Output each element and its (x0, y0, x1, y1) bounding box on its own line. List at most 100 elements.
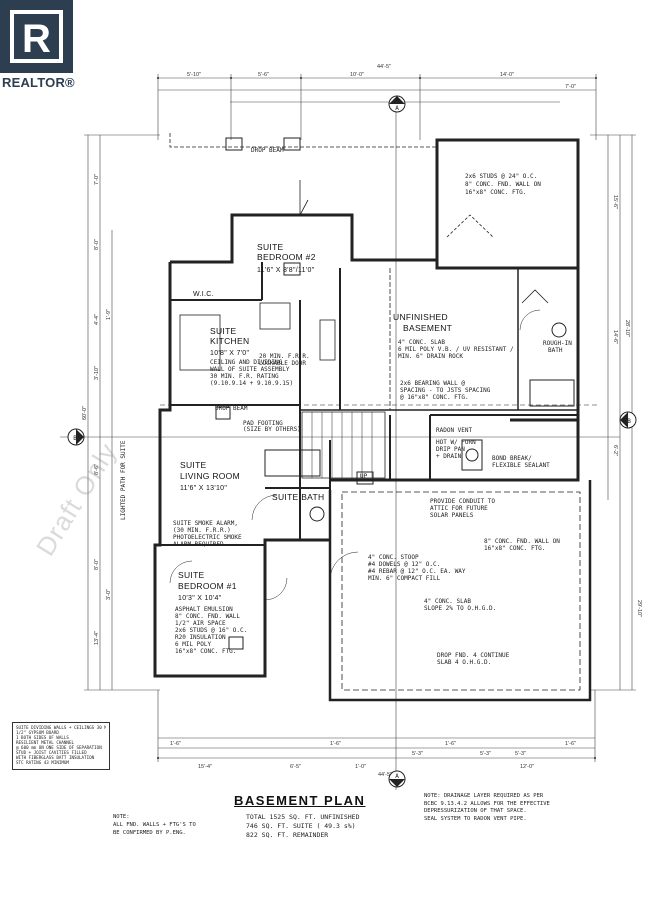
svg-text:+ DRAIN: + DRAIN (436, 453, 462, 460)
room-kitchen-name: KITCHEN (210, 336, 249, 346)
room-living-size: 11'6" X 13'10" (180, 485, 227, 492)
section-marker-a-bottom: A (395, 773, 399, 780)
svg-text:PAD FOOTING: PAD FOOTING (243, 420, 283, 427)
note-stud-top: 2x6 STUDS @ 24" O.C. (465, 173, 537, 180)
svg-text:28'-10": 28'-10" (624, 320, 630, 337)
svg-text:8'-6": 8'-6" (94, 464, 100, 475)
room-living-label: SUITE (180, 460, 207, 470)
svg-text:MIN. 6" DRAIN ROCK: MIN. 6" DRAIN ROCK (398, 353, 463, 360)
room-bedroom2-name: BEDROOM #2 (257, 252, 316, 262)
room-bedroom1-name: BEDROOM #1 (178, 581, 237, 591)
dim-top-seg-3: 10'-0" (350, 72, 364, 78)
svg-text:1/2" AIR SPACE: 1/2" AIR SPACE (175, 620, 226, 627)
note-stud-top-2: 8" CONC. FND. WALL ON (465, 181, 541, 188)
drainage-note: NOTE: DRAINAGE LAYER REQUIRED AS PER BCB… (424, 793, 550, 822)
note-lockable-door: LOCKABLE DOOR (259, 360, 306, 367)
svg-text:SUITE SMOKE ALARM,: SUITE SMOKE ALARM, (173, 520, 238, 527)
svg-text:2x6 BEARING WALL @: 2x6 BEARING WALL @ (400, 380, 465, 387)
svg-text:6'-2": 6'-2" (612, 445, 618, 456)
stair-up-label: UP (360, 473, 368, 480)
left-dimension-labels: 60'-0" 7'-0" 8'-0" 4'-4" 3'-10" 8'-6" 8'… (82, 174, 112, 645)
note-door-rating: 20 MIN. F.R.R. (259, 353, 310, 360)
svg-text:2x6 STUDS @ 16" O.C.: 2x6 STUDS @ 16" O.C. (175, 627, 247, 634)
dim-bottom-small-3: 1'-6" (445, 741, 456, 747)
room-suite-bath: SUITE BATH (272, 492, 324, 502)
svg-text:4'-4": 4'-4" (94, 314, 100, 325)
svg-text:3'-0": 3'-0" (106, 589, 112, 600)
room-bedroom1-label: SUITE (178, 570, 205, 580)
svg-text:SLOPE 2% TO O.H.G.D.: SLOPE 2% TO O.H.G.D. (424, 605, 496, 612)
right-dimension-labels: 28'-10" 29'-10" 15'-6" 14'-6" 6'-2" (612, 195, 642, 617)
svg-text:8'-0": 8'-0" (94, 239, 100, 250)
note-lighted-path: LIGHTED PATH FOR SUITE (120, 440, 127, 520)
room-kitchen-size: 10'8" X 7'0" (210, 350, 249, 357)
dim-bottom-total: 44'-5" (378, 772, 392, 778)
dim-top-seg-2: 5'-6" (258, 72, 269, 78)
plan-title: BASEMENT PLAN (234, 793, 366, 808)
dim-top-total: 44'-5" (377, 64, 391, 70)
svg-text:BATH: BATH (548, 347, 563, 354)
svg-text:PHOTOELECTRIC SMOKE: PHOTOELECTRIC SMOKE (173, 534, 242, 541)
svg-text:R20 INSULATION: R20 INSULATION (175, 634, 226, 641)
svg-text:(SIZE BY OTHERS): (SIZE BY OTHERS) (243, 426, 301, 433)
svg-text:R: R (22, 17, 51, 61)
dim-top-seg-4: 14'-0" (500, 72, 514, 78)
suite-wall-legend: SUITE DIVIDING WALLS + CEILINGS 30 MIN. … (12, 722, 110, 770)
room-bedroom2-size: 11'6" X 8'8"/11'0" (257, 267, 315, 274)
svg-text:@ 16"x8" CONC. FTG.: @ 16"x8" CONC. FTG. (400, 394, 469, 401)
room-unfinished-name: BASEMENT (403, 323, 452, 333)
realtor-badge: R REALTOR® (0, 0, 77, 96)
svg-text:(30 MIN. F.R.R.): (30 MIN. F.R.R.) (173, 527, 231, 534)
dim-bottom-small-4: 1'-6" (565, 741, 576, 747)
note-stud-top-3: 16"x8" CONC. FTG. (465, 189, 526, 196)
dim-bottom-seg-4: 5'-3" (412, 751, 423, 757)
section-marker-b-right: B (627, 418, 631, 425)
note-drop-beam-mid: DROP BEAM (215, 405, 248, 412)
svg-text:1'-9": 1'-9" (106, 309, 112, 320)
svg-text:4" CONC. SLAB: 4" CONC. SLAB (424, 598, 471, 605)
svg-text:HOT W/ FURN: HOT W/ FURN (436, 439, 476, 446)
realtor-wordmark: REALTOR® (2, 75, 75, 90)
room-living-name: LIVING ROOM (180, 471, 240, 481)
svg-text:BOND BREAK/: BOND BREAK/ (492, 455, 532, 462)
svg-text:SPACING - TO JSTS SPACING: SPACING - TO JSTS SPACING (400, 387, 491, 394)
svg-text:MIN. 6" COMPACT FILL: MIN. 6" COMPACT FILL (368, 575, 441, 582)
svg-text:ASPHALT EMULSION: ASPHALT EMULSION (175, 606, 233, 613)
dim-bottom-seg-2: 6'-5" (290, 764, 301, 770)
svg-text:FLEXIBLE SEALANT: FLEXIBLE SEALANT (492, 462, 550, 469)
section-markers: A B B A (67, 95, 637, 788)
room-kitchen-label: SUITE (210, 326, 237, 336)
dim-bottom-seg-1: 15'-4" (198, 764, 212, 770)
svg-text:8" CONC. FND. WALL ON: 8" CONC. FND. WALL ON (484, 538, 560, 545)
svg-text:DROP FND. 4 CONTINUE: DROP FND. 4 CONTINUE (437, 652, 510, 659)
foundation-note: NOTE: ALL FND. WALLS + FTG'S TO BE CONFI… (113, 814, 196, 836)
svg-text:7'-0": 7'-0" (94, 174, 100, 185)
dim-top-seg-1: 5'-10" (187, 72, 201, 78)
svg-text:ATTIC FOR FUTURE: ATTIC FOR FUTURE (430, 505, 488, 512)
svg-text:14'-6": 14'-6" (612, 330, 618, 344)
svg-text:8" CONC. FND. WALL: 8" CONC. FND. WALL (175, 613, 240, 620)
svg-text:WALL OF SUITE ASSEMBLY: WALL OF SUITE ASSEMBLY (210, 366, 290, 373)
room-wic-label: W.I.C. (193, 291, 214, 298)
note-drop-beam-top: DROP BEAM (251, 147, 284, 154)
dim-bottom-seg-3: 1'-0" (355, 764, 366, 770)
svg-text:60'-0": 60'-0" (82, 406, 88, 420)
dim-bottom-small-1: 1'-6" (170, 741, 181, 747)
plan-area-summary: TOTAL 1525 SQ. FT. UNFINISHED 746 SQ. FT… (246, 813, 360, 839)
svg-text:#4 REBAR @ 12" O.C. EA. WAY: #4 REBAR @ 12" O.C. EA. WAY (368, 568, 466, 575)
svg-text:DRIP PAN: DRIP PAN (436, 446, 465, 453)
svg-text:16"x8" CONC. FTG.: 16"x8" CONC. FTG. (484, 545, 545, 552)
room-unfinished-label: UNFINISHED (393, 312, 448, 322)
room-bedroom1-size: 10'3" X 10'4" (178, 595, 222, 602)
dim-top-seg-5: 7'-0" (565, 84, 576, 90)
svg-text:PROVIDE CONDUIT TO: PROVIDE CONDUIT TO (430, 498, 495, 505)
svg-text:#4 DOWELS @ 12" O.C.: #4 DOWELS @ 12" O.C. (368, 561, 440, 568)
svg-text:6 MIL POLY: 6 MIL POLY (175, 641, 212, 648)
svg-text:13'-4": 13'-4" (94, 631, 100, 645)
note-radon-vent: RADON VENT (436, 427, 473, 434)
svg-text:15'-6": 15'-6" (612, 195, 618, 209)
svg-text:CEILING AND DIVIDING: CEILING AND DIVIDING (210, 359, 283, 366)
realtor-r-icon: R (0, 0, 73, 73)
svg-text:6 MIL POLY V.B. / UV RESISTANT: 6 MIL POLY V.B. / UV RESISTANT / (398, 346, 514, 353)
